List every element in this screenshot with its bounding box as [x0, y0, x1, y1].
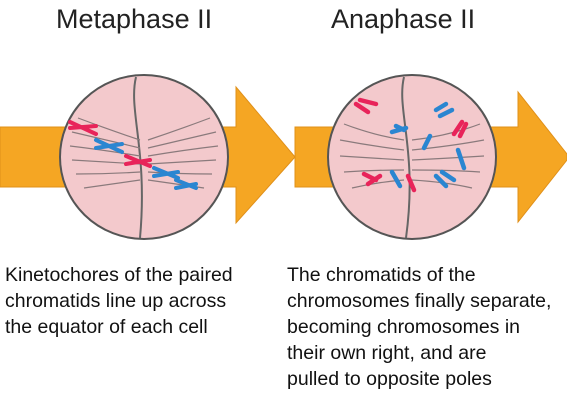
anaphase-spindle-fibers	[339, 123, 485, 189]
anaphase-caption-line-3: becoming chromosomes in	[287, 316, 521, 338]
anaphase-chromatids	[353, 97, 469, 193]
anaphase-caption-line-5: pulled to opposite poles	[287, 368, 492, 390]
anaphase-cell	[327, 74, 497, 240]
anaphase-caption-line-1: The chromatids of the	[287, 264, 476, 286]
metaphase-caption-line-2: chromatids line up across	[5, 290, 227, 312]
anaphase-caption: The chromatids of the chromosomes finall…	[287, 262, 551, 392]
anaphase-caption-line-4: their own right, and are	[287, 342, 487, 364]
anaphase-caption-line-2: chromosomes finally separate,	[287, 290, 552, 312]
metaphase-chromosomes	[68, 120, 198, 190]
metaphase-caption-line-3: the equator of each cell	[5, 316, 208, 338]
metaphase-caption: Kinetochores of the paired chromatids li…	[5, 262, 233, 340]
metaphase-cell	[59, 74, 229, 240]
metaphase-caption-line-1: Kinetochores of the paired	[5, 264, 233, 286]
anaphase-title: Anaphase II	[331, 4, 476, 34]
metaphase-title: Metaphase II	[56, 4, 213, 34]
